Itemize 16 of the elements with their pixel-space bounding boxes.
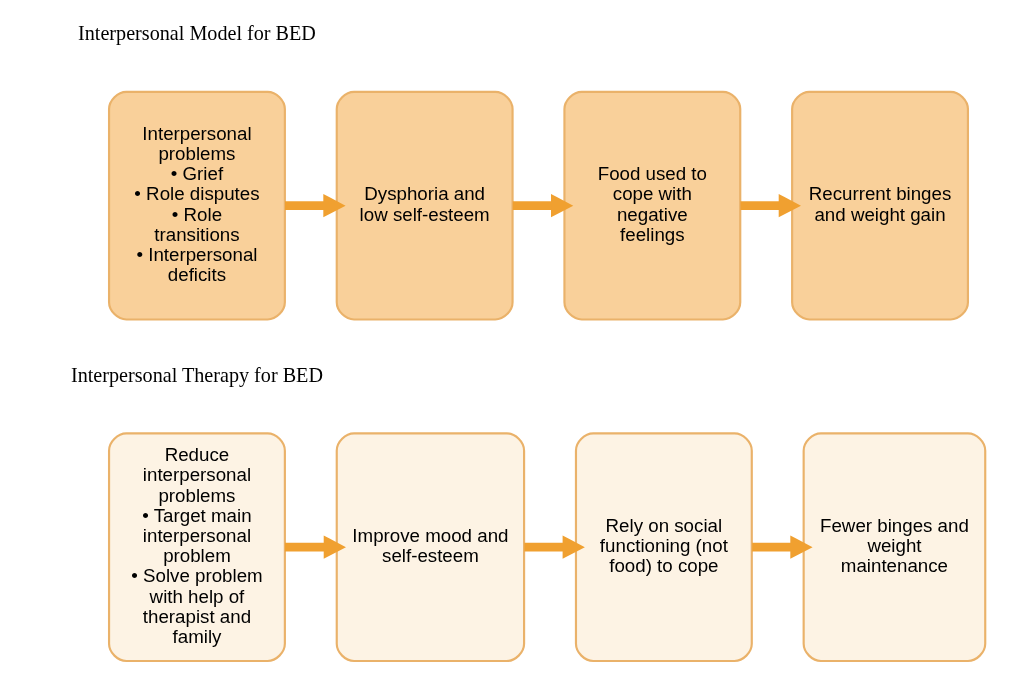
node-box: Reduce interpersonal problems • Target main interpersonal problem • Solve problem with help of therapist and family bbox=[107, 432, 286, 663]
node-box: Rely on social functioning (not food) to cope bbox=[574, 432, 753, 663]
node-box: Fewer binges and weight maintenance bbox=[802, 432, 987, 663]
arrow bbox=[284, 535, 346, 559]
node-box: Dysphoria and low self-esteem bbox=[335, 90, 514, 321]
label: Interpersonal Therapy for BED bbox=[70, 363, 323, 386]
arrow bbox=[285, 193, 346, 218]
node-box: Food used to cope with negative feelings bbox=[563, 90, 742, 321]
node-box: Improve mood and self-esteem bbox=[335, 432, 526, 663]
label: Interpersonal Model for BED bbox=[78, 22, 316, 45]
node-box: Interpersonal problems • Grief • Role disputes • Role transitions • Interpersonal deficits bbox=[107, 90, 286, 321]
arrow bbox=[524, 535, 585, 559]
arrow bbox=[740, 193, 801, 218]
node-box: Recurrent binges and weight gain bbox=[791, 90, 970, 321]
arrow bbox=[752, 535, 813, 559]
arrow bbox=[512, 193, 574, 218]
